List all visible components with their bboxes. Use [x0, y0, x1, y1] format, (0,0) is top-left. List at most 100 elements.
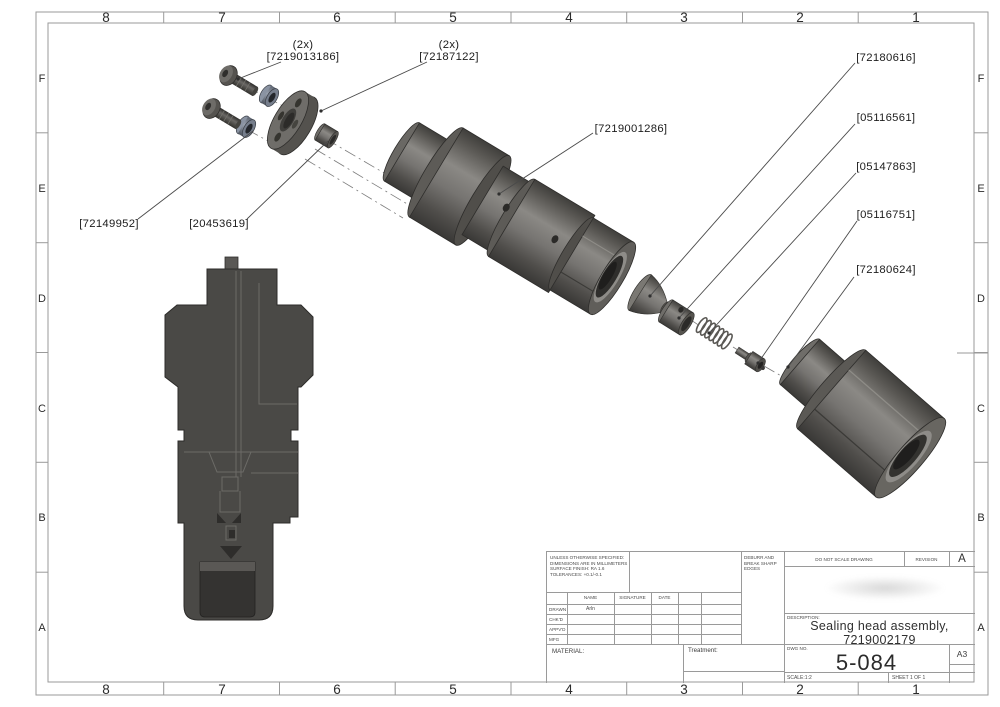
- section-internal-lines: [184, 271, 298, 541]
- grid-col-label: 4: [565, 682, 573, 697]
- callout-part-number: [05116561]: [857, 112, 916, 124]
- description-value: Sealing head assembly, 7219002179: [784, 619, 975, 648]
- col-header-name: NAME: [583, 595, 598, 600]
- part-pin: [734, 346, 766, 373]
- grid-row-label: B: [38, 512, 45, 524]
- part-spacer: [314, 123, 339, 149]
- callout-part-number: [72149952]: [79, 218, 139, 230]
- section-outline: [164, 268, 314, 621]
- row-label-drawn: DRAWN: [549, 606, 567, 612]
- callout-part-number: [72180624]: [856, 264, 916, 276]
- callout-part-number: [20453619]: [189, 218, 249, 230]
- grid-col-label: 2: [796, 10, 804, 25]
- section-dark-details: [217, 513, 242, 559]
- grid-row-label: B: [977, 512, 984, 524]
- grid-row-label: C: [38, 403, 46, 415]
- border-ticks: [36, 12, 988, 695]
- revision-label: REVISION: [915, 556, 938, 562]
- material-label: MATERIAL:: [552, 648, 585, 655]
- grid-row-label: A: [38, 622, 46, 634]
- grid-col-label: 5: [449, 10, 457, 25]
- callout-qty: (2x): [439, 39, 460, 51]
- part-screw-2: [202, 98, 242, 130]
- grid-col-label: 4: [565, 10, 573, 25]
- callout-part-number: [05147863]: [856, 161, 916, 173]
- col-header-signature: SIGNATURE: [619, 595, 646, 600]
- grid-col-label: 6: [333, 682, 341, 697]
- row-label-chkd: CHK'D: [549, 616, 563, 622]
- scale-value: SCALE:1:2: [787, 674, 812, 681]
- drawn-name-value: Arln: [586, 606, 595, 612]
- deburr-note: DEBURR AND BREAK SHARP EDGES: [744, 555, 782, 572]
- grid-col-label: 3: [680, 682, 688, 697]
- callout-part-number: [72180616]: [856, 52, 916, 64]
- callout-part-number: [7219013186]: [267, 51, 340, 63]
- revision-value: A: [958, 553, 966, 565]
- grid-col-label: 5: [449, 682, 457, 697]
- callout-part-number: [7219001286]: [595, 123, 668, 135]
- callout-part-number: [05116751]: [857, 209, 916, 221]
- part-small-cylinder: [658, 299, 695, 336]
- grid-col-label: 7: [218, 10, 226, 25]
- note-line: UNLESS OTHERWISE SPECIFIED:: [550, 555, 625, 560]
- grid-row-label: D: [977, 293, 985, 305]
- grid-col-label: 6: [333, 10, 341, 25]
- grid-col-label: 7: [218, 682, 226, 697]
- paper-size: A3: [956, 649, 968, 659]
- note-line: BREAK SHARP: [744, 560, 777, 566]
- do-not-scale-note: DO NOT SCALE DRAWING: [815, 556, 873, 562]
- part-washer-2: [235, 115, 257, 138]
- part-hex-fitting: [779, 338, 947, 499]
- description-label: DESCRIPTION:: [787, 615, 820, 620]
- sheet-border: [35, 11, 989, 696]
- title-block: UNLESS OTHERWISE SPECIFIED: DIMENSIONS A…: [546, 551, 975, 683]
- note-line: EDGES: [744, 566, 761, 572]
- logo-watermark: [825, 576, 945, 600]
- tolerance-note: UNLESS OTHERWISE SPECIFIED: DIMENSIONS A…: [550, 555, 628, 578]
- grid-row-label: E: [977, 183, 984, 195]
- grid-col-label: 1: [912, 10, 920, 25]
- grid-row-label: F: [978, 73, 985, 85]
- description-line1: Sealing head assembly,: [810, 619, 949, 633]
- part-screw-1: [219, 65, 259, 97]
- part-spring: [695, 316, 733, 350]
- part-flange-disc: [267, 90, 319, 156]
- note-line: DIMENSIONS ARE IN MILLIMETERS: [550, 560, 628, 566]
- part-main-body: [382, 122, 637, 316]
- note-line: DEBURR AND: [744, 555, 775, 560]
- callout-part-number: [72187122]: [419, 51, 479, 63]
- grid-col-label: 3: [680, 10, 688, 25]
- row-label-appvd: APPV'D: [549, 626, 566, 632]
- part-washer-1: [258, 84, 280, 107]
- section-bottom-cup: [199, 561, 256, 618]
- exploded-view: [202, 65, 947, 499]
- grid-col-label: 8: [102, 10, 110, 25]
- grid-col-label: 2: [796, 682, 804, 697]
- grid-col-label: 8: [102, 682, 110, 697]
- treatment-label: Treatment:: [688, 647, 718, 654]
- row-label-mfg: MFG: [549, 636, 560, 642]
- leader-dots: [236, 77, 790, 369]
- grid-row-label: A: [977, 622, 985, 634]
- border-labels: 8 7 6 5 4 3 2 1 8 7 6 5 4 3 2 1 F E D C …: [38, 10, 985, 697]
- body-hole-1: [502, 203, 510, 212]
- grid-col-label: 1: [912, 682, 920, 697]
- leader-lines: [137, 61, 858, 368]
- grid-row-label: C: [977, 403, 985, 415]
- callouts: (2x) [7219013186] (2x) [72187122] [72190…: [79, 39, 916, 276]
- dwg-no-label: DWG NO.: [787, 646, 808, 651]
- cross-section-view: [164, 256, 314, 621]
- callout-qty: (2x): [293, 39, 314, 51]
- grid-row-label: F: [39, 73, 46, 85]
- body-hole-2: [551, 235, 559, 244]
- sheet-value: SHEET 1 OF 1: [892, 674, 926, 681]
- col-header-date: DATE: [658, 595, 671, 600]
- note-line: TOLERANCES: +0.1/-0.1: [550, 572, 602, 578]
- grid-row-label: D: [38, 293, 46, 305]
- note-line: SURFACE FINISH: RA 1.6: [550, 566, 605, 572]
- dwg-no-value: 5-084: [835, 650, 898, 675]
- description-line2: 7219002179: [843, 633, 916, 648]
- section-top-knob: [224, 256, 239, 271]
